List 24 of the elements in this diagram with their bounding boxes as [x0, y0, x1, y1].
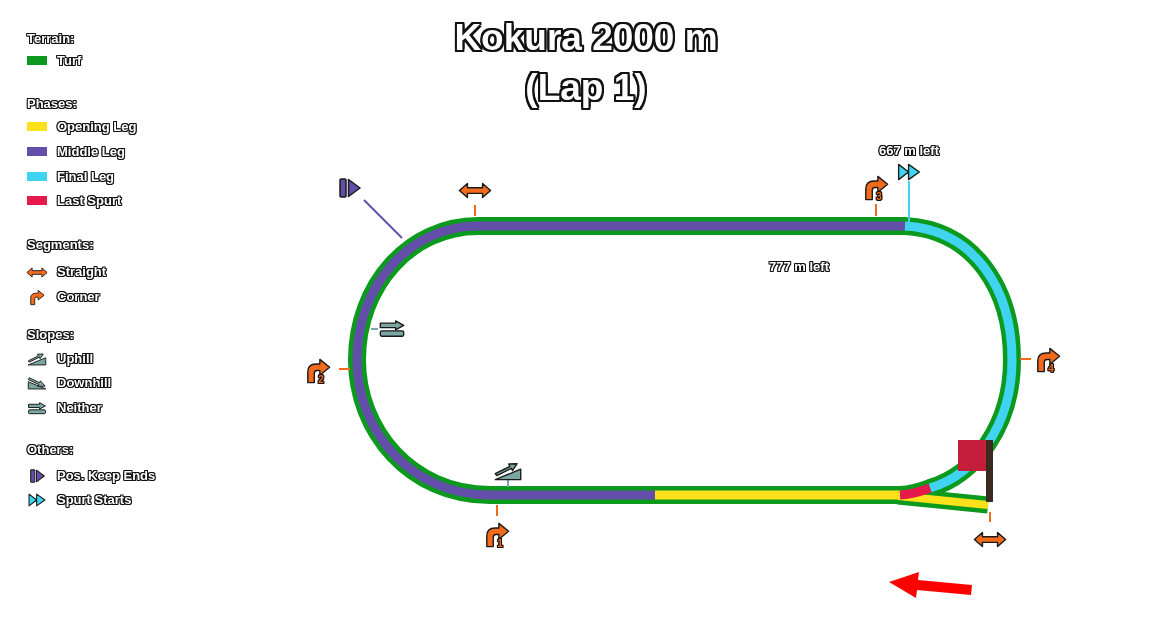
legend-heading: Phases:	[27, 96, 77, 112]
corner-number: 2	[318, 373, 324, 385]
legend-label: Turf	[57, 53, 82, 69]
corner-number: 1	[497, 537, 503, 549]
distance-label: 777 m left	[769, 259, 829, 275]
legend-heading: Terrain:	[27, 31, 75, 47]
legend-label: Uphill	[57, 351, 94, 367]
corner-number: 4	[1048, 362, 1054, 374]
legend-label: Straight	[57, 264, 107, 280]
legend-label: Neither	[57, 400, 102, 416]
legend-label: Pos. Keep Ends	[57, 468, 156, 484]
legend-label: Last Spurt	[57, 193, 122, 209]
distance-label: 667 m left	[879, 143, 939, 159]
legend-label: Downhill	[57, 375, 112, 391]
legend-label: Opening Leg	[57, 119, 137, 135]
legend-label: Spurt Starts	[57, 492, 132, 508]
legend-label: Middle Leg	[57, 144, 125, 160]
legend-heading: Others:	[27, 442, 74, 458]
legend-label: Corner	[57, 289, 100, 305]
title: Kokura 2000 m (Lap 1)	[453, 16, 719, 112]
legend-label: Final Leg	[57, 169, 115, 185]
legend-heading: Slopes:	[27, 327, 74, 343]
legend-heading: Segments:	[27, 237, 94, 253]
corner-number: 3	[876, 190, 882, 202]
